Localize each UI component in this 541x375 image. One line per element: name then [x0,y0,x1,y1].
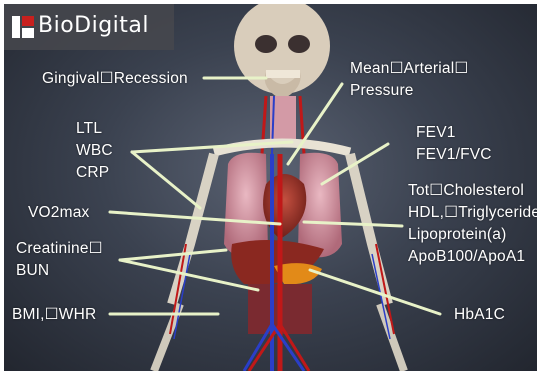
label-creatinine: Creatinine☐ [16,238,103,259]
label-tot-cholesterol: Tot☐Cholesterol [408,180,524,201]
line-ltl-2 [132,152,200,208]
anatomy-viewer[interactable]: BioDigital Gingival☐Recession Mean☐Arter… [4,4,537,371]
brand-name: BioDigital [38,13,149,38]
brand-logo: BioDigital [4,4,174,50]
line-tot-chol [304,222,402,226]
line-vo2max [110,212,280,224]
label-vo2max: VO2max [28,202,90,223]
label-wbc: WBC [76,140,113,161]
label-gingival-recession: Gingival☐Recession [42,68,188,89]
line-hba1c [310,270,440,314]
biodigital-logo-icon [12,16,34,38]
label-hba1c: HbA1C [454,304,505,325]
label-mean-arterial-line2: Pressure [350,80,414,101]
label-mean-arterial-line1: Mean☐Arterial☐ [350,58,468,79]
line-creatinine-2 [120,260,258,290]
label-hdl-triglycerides: HDL,☐Triglycerides [408,202,537,223]
label-bun: BUN [16,260,49,281]
label-ltl: LTL [76,118,102,139]
label-crp: CRP [76,162,109,183]
line-fev1 [322,144,388,184]
label-fev1-fvc: FEV1/FVC [416,144,492,165]
label-fev1: FEV1 [416,122,456,143]
label-apob: ApoB100/ApoA1 [408,246,525,267]
line-mean-arterial [288,84,342,164]
label-bmi-whr: BMI,☐WHR [12,304,96,325]
line-creatinine-1 [120,250,226,260]
label-lipoprotein: Lipoprotein(a) [408,224,506,245]
line-ltl-1 [132,142,292,152]
